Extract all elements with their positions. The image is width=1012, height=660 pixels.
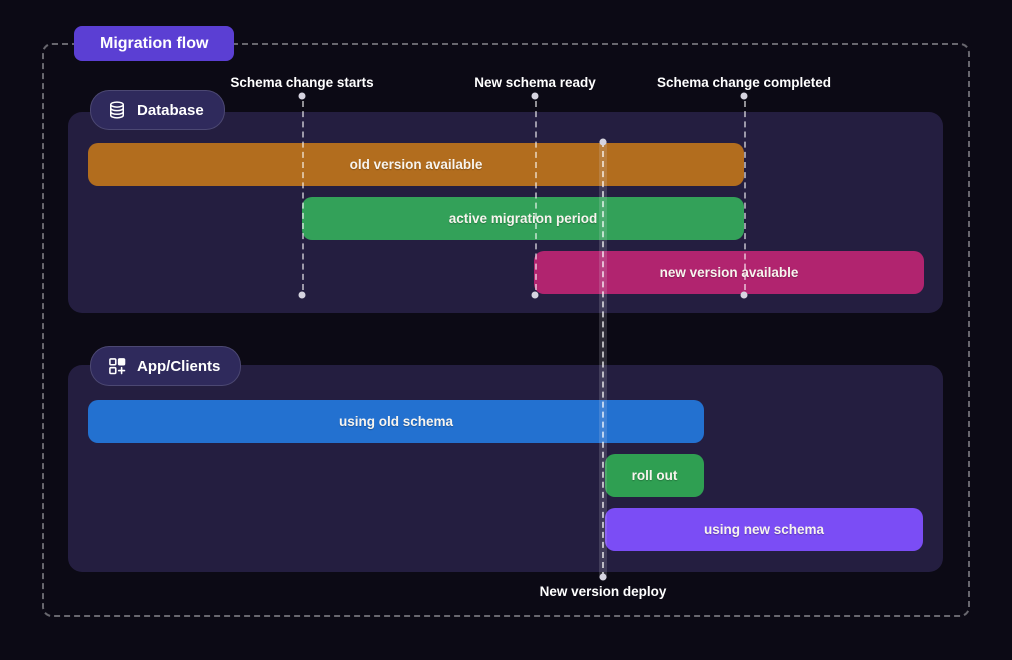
diagram-dashed-border [42, 43, 970, 617]
bar-label: old version available [349, 157, 483, 172]
milestone-dot-top-1 [298, 92, 306, 100]
database-badge-label: Database [137, 101, 204, 119]
bar-roll-out: roll out [605, 454, 704, 497]
diagram-title: Migration flow [100, 34, 209, 52]
bar-active-migration-period: active migration period [302, 197, 744, 240]
milestone-label-schema-change-completed: Schema change completed [656, 75, 832, 90]
deploy-line-dash [602, 141, 604, 578]
grid-plus-icon [107, 356, 127, 376]
deploy-line [599, 141, 607, 578]
bar-label: roll out [631, 468, 678, 483]
bar-label: using old schema [338, 414, 454, 429]
database-icon [107, 100, 127, 120]
bar-label: using new schema [703, 522, 825, 537]
milestone-label-new-schema-ready: New schema ready [474, 75, 596, 90]
bar-label: active migration period [448, 211, 598, 226]
milestone-line-1 [302, 101, 304, 290]
milestone-label-schema-change-starts: Schema change starts [230, 75, 374, 90]
bar-using-new-schema: using new schema [605, 508, 923, 551]
app-clients-badge-label: App/Clients [137, 357, 221, 375]
bar-new-version-available: new version available [534, 251, 924, 294]
milestone-dot-bottom-1 [298, 291, 306, 299]
bar-using-old-schema: using old schema [88, 400, 704, 443]
milestone-dot-top-3 [740, 92, 748, 100]
database-badge: Database [90, 90, 225, 130]
diagram-title-badge: Migration flow [74, 26, 235, 61]
milestone-dot-top-2 [531, 92, 539, 100]
app-clients-badge: App/Clients [90, 346, 242, 386]
deploy-label: New version deploy [539, 584, 667, 599]
deploy-dot-bottom [599, 573, 607, 581]
milestone-line-3 [744, 101, 746, 290]
bar-old-version-available: old version available [88, 143, 744, 186]
deploy-dot-top [599, 138, 607, 146]
milestone-line-2 [535, 101, 537, 290]
milestone-dot-bottom-3 [740, 291, 748, 299]
milestone-dot-bottom-2 [531, 291, 539, 299]
bar-label: new version available [659, 265, 799, 280]
